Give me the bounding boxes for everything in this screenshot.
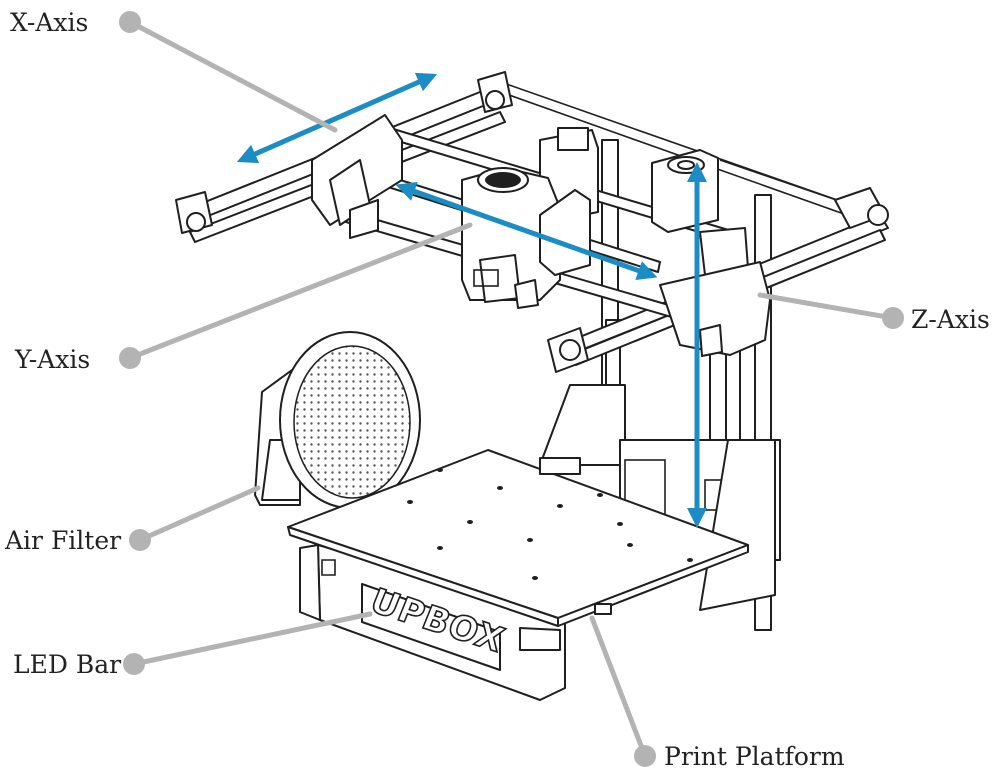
labels: X-Axis Y-Axis Z-Axis Air Filter LED Bar … <box>4 8 990 771</box>
gantry <box>175 71 889 373</box>
callouts <box>119 11 904 767</box>
x-axis-arrow <box>236 72 438 164</box>
air-filter <box>254 331 421 509</box>
z-axis-label: Z-Axis <box>911 305 990 334</box>
print-platform-label: Print Platform <box>664 742 845 771</box>
print-platform <box>287 449 749 627</box>
air-filter-label: Air Filter <box>4 526 121 555</box>
led-bar-label: LED Bar <box>13 650 121 679</box>
y-axis-arrow <box>395 181 658 281</box>
x-axis-label: X-Axis <box>10 8 88 37</box>
base: UPBOX <box>299 544 566 701</box>
y-axis-label: Y-Axis <box>14 345 90 374</box>
motion-arrows <box>236 72 707 528</box>
